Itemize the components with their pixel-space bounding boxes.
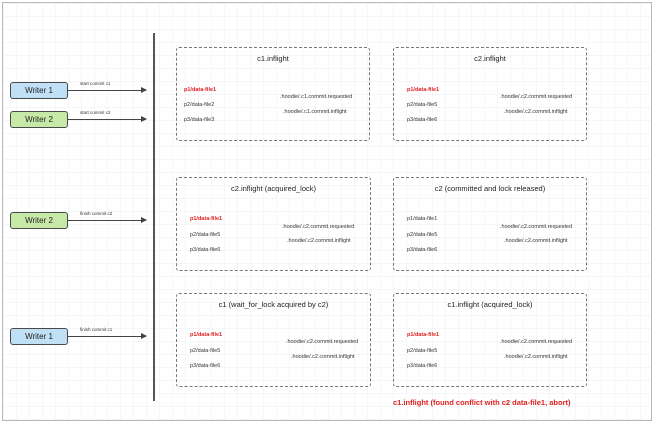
data-file: p3/data-file6 bbox=[190, 247, 221, 253]
data-file-conflict: p1/data-file1 bbox=[184, 87, 217, 93]
diagram-frame bbox=[2, 2, 652, 421]
panel-title: c2 (committed and lock released) bbox=[434, 184, 546, 193]
panel-title: c1.inflight (acquired_lock) bbox=[447, 300, 533, 309]
data-file: p3/data-file6 bbox=[407, 363, 438, 369]
writer-box: Writer 2 bbox=[10, 212, 68, 229]
action-label: finish commit c2 bbox=[80, 211, 113, 216]
data-file: p2/data-file5 bbox=[190, 348, 221, 354]
grid-background bbox=[3, 3, 651, 420]
writer-box: Writer 1 bbox=[10, 82, 68, 99]
data-file: p3/data-file3 bbox=[184, 117, 215, 123]
commit-state-panel: c1.inflight p1/data-file1 p2/data-file2 … bbox=[176, 47, 370, 141]
action-arrow bbox=[68, 116, 147, 122]
data-file: p2/data-file5 bbox=[407, 102, 438, 108]
timeline-file: .hoodie/.c2.commit.inflight bbox=[504, 238, 568, 244]
commit-state-panel: c1 (wait_for_lock acquired by c2) p1/dat… bbox=[176, 293, 371, 387]
data-file-conflict: p1/data-file1 bbox=[190, 216, 223, 222]
commit-state-panel: c2.inflight p1/data-file1 p2/data-file5 … bbox=[393, 47, 587, 141]
timeline-file: .hoodie/.c2.commit.requested bbox=[500, 94, 573, 100]
data-file: p3/data-file6 bbox=[407, 117, 438, 123]
data-file: p2/data-file2 bbox=[184, 102, 215, 108]
timeline-file: .hoodie/.c1.commit.requested bbox=[280, 94, 353, 100]
action-arrow bbox=[68, 217, 147, 223]
data-file: p3/data-file6 bbox=[407, 247, 438, 253]
action-label: finish commit c1 bbox=[80, 327, 113, 332]
panel-title: c2.inflight bbox=[474, 54, 506, 63]
commit-state-panel: c2 (committed and lock released) p1/data… bbox=[393, 177, 587, 271]
panel-title: c1 (wait_for_lock acquired by c2) bbox=[218, 300, 329, 309]
writer-box: Writer 1 bbox=[10, 328, 68, 345]
action-arrow bbox=[68, 333, 147, 339]
data-file: p2/data-file5 bbox=[190, 232, 221, 238]
conflict-abort-note: c1.inflight (found conflict with c2 data… bbox=[393, 398, 571, 407]
timeline-file: .hoodie/.c2.commit.requested bbox=[282, 224, 355, 230]
action-label: start commit c1 bbox=[80, 81, 111, 86]
timeline-file: .hoodie/.c2.commit.requested bbox=[500, 339, 573, 345]
action-arrow bbox=[68, 87, 147, 93]
panel-title: c1.inflight bbox=[257, 54, 289, 63]
timeline-file: .hoodie/.c2.commit.requested bbox=[286, 339, 359, 345]
panel-title: c2.inflight (acquired_lock) bbox=[230, 184, 317, 193]
data-file: p1/data-file1 bbox=[407, 216, 438, 222]
commit-state-panel: c2.inflight (acquired_lock) p1/data-file… bbox=[176, 177, 371, 271]
timeline-file: .hoodie/.c2.commit.inflight bbox=[504, 109, 568, 115]
data-file: p2/data-file5 bbox=[407, 348, 438, 354]
timeline-file: .hoodie/.c2.commit.inflight bbox=[291, 354, 355, 360]
timeline-file: .hoodie/.c1.commit.inflight bbox=[283, 109, 347, 115]
timeline-file: .hoodie/.c2.commit.requested bbox=[500, 224, 573, 230]
data-file-conflict: p1/data-file1 bbox=[407, 332, 440, 338]
commit-state-panel: c1.inflight (acquired_lock) p1/data-file… bbox=[393, 293, 587, 387]
data-file: p2/data-file5 bbox=[407, 232, 438, 238]
action-label: start commit c2 bbox=[80, 110, 111, 115]
timeline-file: .hoodie/.c2.commit.inflight bbox=[287, 238, 351, 244]
data-file-conflict: p1/data-file1 bbox=[190, 332, 223, 338]
timeline-line bbox=[153, 33, 155, 401]
data-file: p3/data-file6 bbox=[190, 363, 221, 369]
writer-box: Writer 2 bbox=[10, 111, 68, 128]
data-file-conflict: p1/data-file1 bbox=[407, 87, 440, 93]
timeline-file: .hoodie/.c2.commit.inflight bbox=[504, 354, 568, 360]
